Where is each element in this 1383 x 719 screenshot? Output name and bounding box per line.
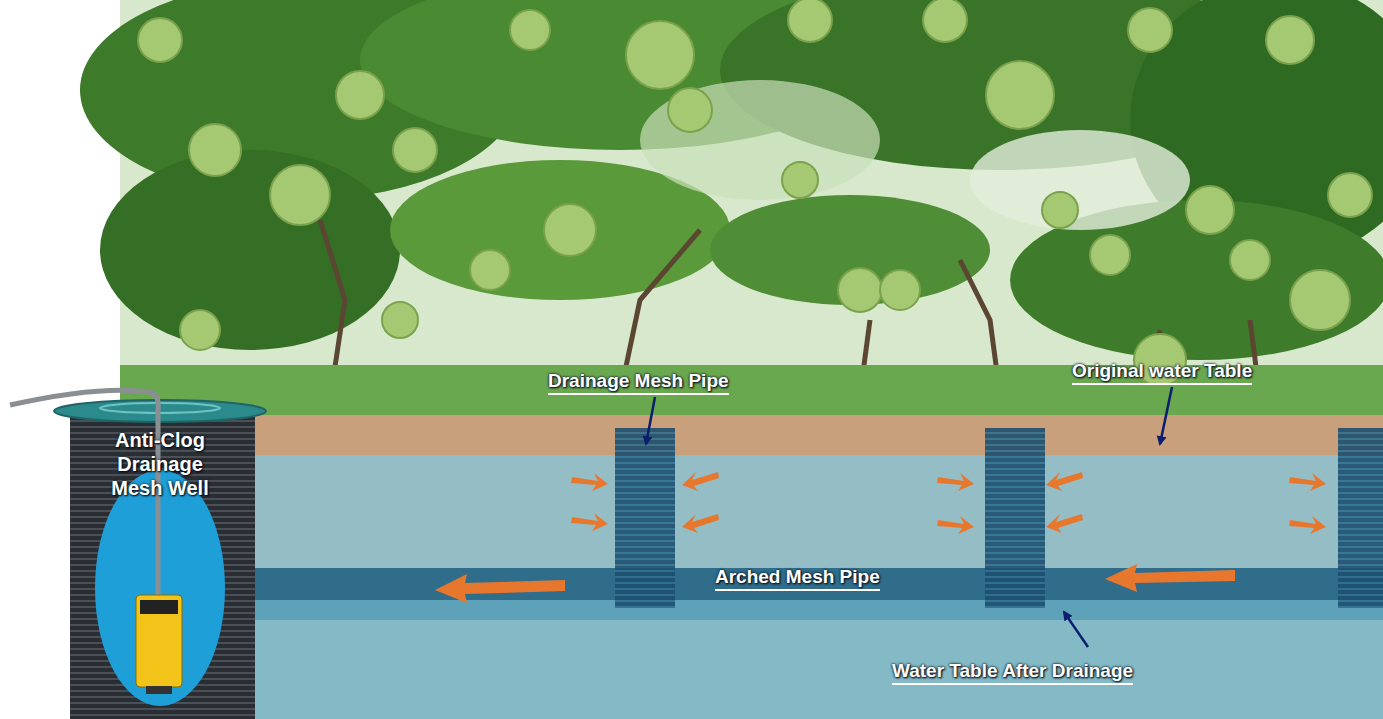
part-label: Water Table After Drainage — [892, 660, 1133, 685]
part-label: Original water Table — [1072, 360, 1252, 385]
well-node: Anti-Clog Drainage Mesh Well — [108, 428, 212, 500]
node-text: Anti-Clog Drainage Mesh Well — [108, 428, 212, 500]
part-label: Drainage Mesh Pipe — [548, 370, 729, 395]
part-label: Arched Mesh Pipe — [715, 566, 880, 591]
